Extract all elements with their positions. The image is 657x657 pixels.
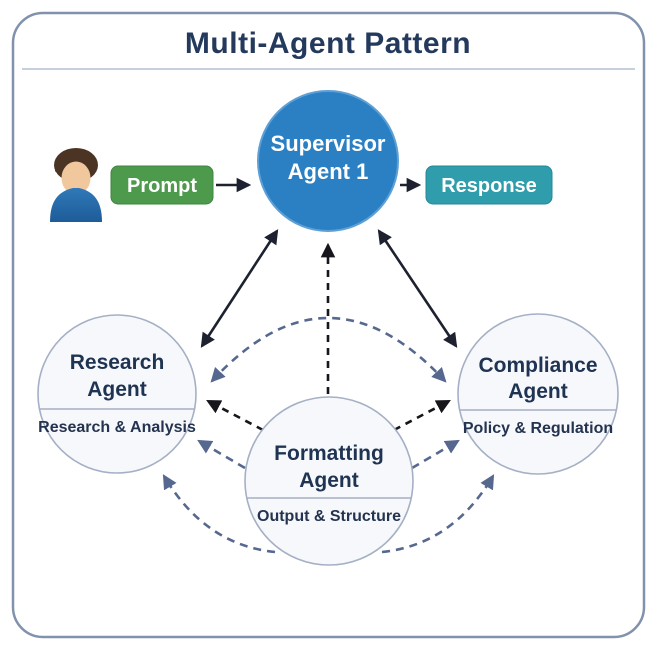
formatting-agent-node: Formatting Agent Output & Structure (244, 396, 414, 566)
arrow-formatting-to-research-dark (206, 399, 264, 432)
compliance-title-line1: Compliance (478, 354, 597, 377)
response-label: Response (441, 175, 537, 197)
research-agent-node: Research Agent Research & Analysis (37, 314, 197, 474)
compliance-agent-node: Compliance Agent Policy & Regulation (457, 313, 619, 475)
arrow-research-compliance-arc (210, 316, 447, 383)
response-box-bg (425, 165, 553, 205)
page-title: Multi-Agent Pattern (185, 27, 471, 60)
compliance-title-line2: Agent (508, 380, 568, 403)
compliance-circle (457, 313, 619, 475)
formatting-circle (244, 396, 414, 566)
research-subtitle: Research & Analysis (38, 419, 196, 436)
arrow-formatting-to-compliance-dark (393, 399, 451, 432)
research-title-line1: Research (70, 351, 165, 374)
response-box: Response (425, 165, 553, 205)
arrow-formatting-to-compliance-blue (411, 439, 460, 470)
prompt-box-bg (110, 165, 214, 205)
research-circle (37, 314, 197, 474)
supervisor-line1: Supervisor (271, 131, 386, 156)
arrow-supervisor-compliance (377, 229, 458, 348)
supervisor-line2: Agent 1 (288, 159, 369, 184)
prompt-box: Prompt (110, 165, 214, 205)
arrow-formatting-to-compliance-curve (381, 474, 495, 554)
arrow-formatting-to-research-curve (162, 474, 276, 554)
formatting-subtitle: Output & Structure (257, 508, 401, 525)
supervisor-circle (257, 90, 399, 232)
formatting-title-line2: Agent (299, 469, 359, 492)
prompt-label: Prompt (127, 175, 197, 197)
arrow-formatting-to-research-blue (197, 439, 246, 470)
formatting-title-line1: Formatting (274, 442, 384, 465)
supervisor-agent-node: Supervisor Agent 1 (257, 90, 399, 232)
person-icon (50, 148, 102, 222)
compliance-subtitle: Policy & Regulation (463, 420, 613, 437)
diagram-frame (11, 11, 646, 639)
research-title-line2: Agent (87, 378, 147, 401)
arrow-supervisor-research (200, 229, 279, 348)
